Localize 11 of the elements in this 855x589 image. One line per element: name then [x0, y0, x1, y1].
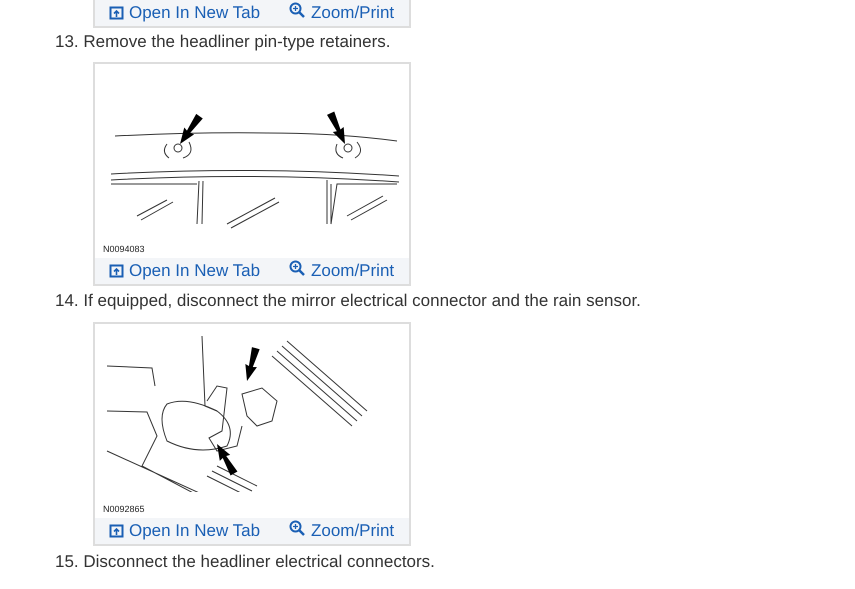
open-in-new-tab-link: Open In New Tab	[109, 521, 260, 541]
zoom-print-link: Zoom/Print	[289, 521, 394, 541]
figure-code: N0094083	[103, 244, 145, 254]
step-text: 14. If equipped, disconnect the mirror electrical connector and the rain sensor.	[55, 291, 641, 311]
zoom-print-link: Zoom/Print	[289, 261, 394, 281]
open-in-new-tab-link: Open In New Tab	[109, 3, 260, 23]
step-text: 15. Disconnect the headliner electrical connectors.	[55, 552, 435, 572]
step-text: 13. Remove the headliner pin-type retainers.	[55, 32, 390, 52]
zoom-print-link: Zoom/Print	[289, 3, 394, 23]
figure-code: N0092865	[103, 504, 145, 514]
open-in-new-tab-link: Open In New Tab	[109, 261, 260, 281]
